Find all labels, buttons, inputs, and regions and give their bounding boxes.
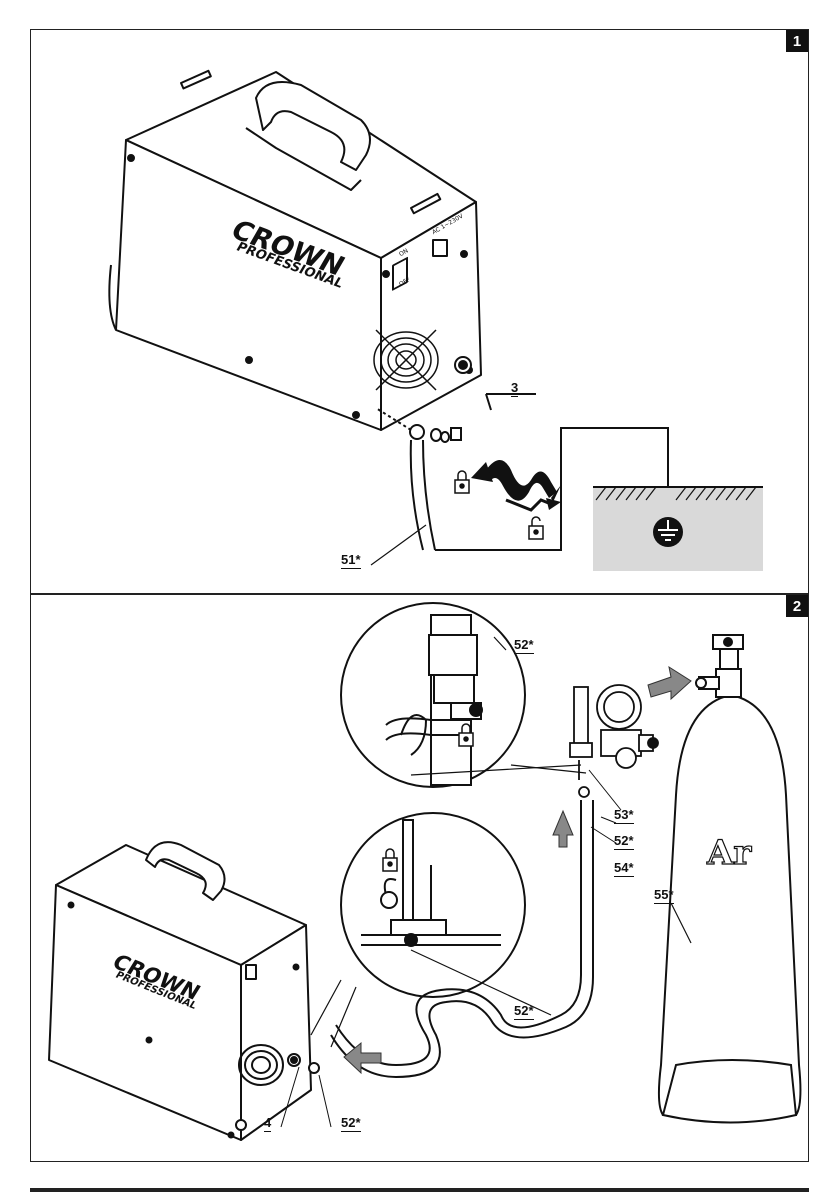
- part-label-54: 54*: [614, 860, 634, 877]
- figure-1-panel: 1: [30, 29, 809, 594]
- part-label-4: 4: [264, 1115, 271, 1132]
- part-label-52-regulator: 52*: [614, 833, 634, 850]
- part-label-52-top: 52*: [514, 637, 534, 654]
- rotate-arrow-icon: [471, 460, 561, 510]
- gas-type-label: Ar: [707, 833, 751, 873]
- part-label-53: 53*: [614, 807, 634, 824]
- figure-2-panel: 2: [30, 594, 809, 1162]
- part-label-3: 3: [511, 380, 518, 397]
- gas-regulator: [570, 685, 658, 810]
- figure-2-illustration: [31, 595, 810, 1163]
- ground-area: [593, 487, 763, 571]
- page-bottom-rule: [30, 1188, 809, 1192]
- part-label-51: 51*: [341, 552, 361, 569]
- figure-1-illustration: [31, 30, 810, 595]
- lock-closed-icon: [455, 471, 469, 493]
- ground-icon: [653, 517, 683, 547]
- argon-cylinder: [659, 635, 801, 1123]
- part-label-55: 55*: [654, 887, 674, 904]
- lock-open-icon: [529, 517, 543, 539]
- part-label-52-mid: 52*: [514, 1003, 534, 1020]
- part-label-52-bottom: 52*: [341, 1115, 361, 1132]
- detail-circle-regulator: [341, 603, 586, 787]
